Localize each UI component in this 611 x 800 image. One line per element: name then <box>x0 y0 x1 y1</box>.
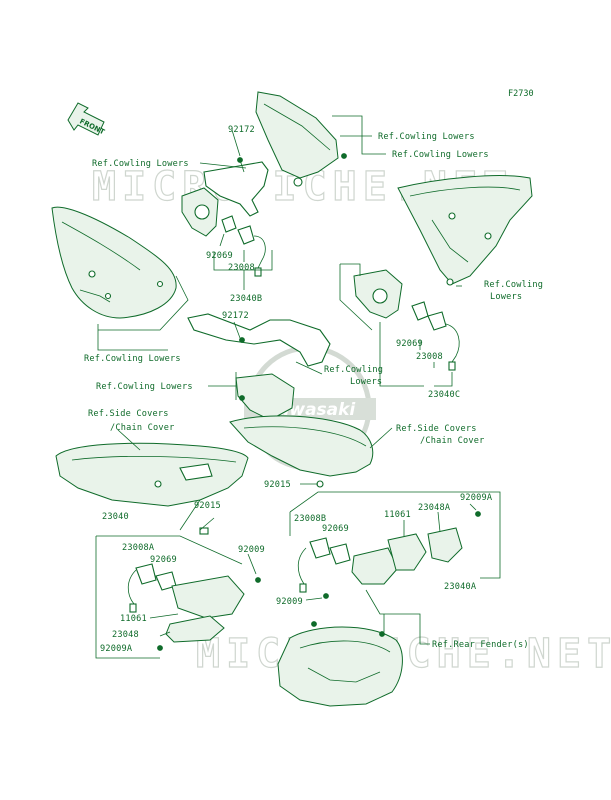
label-ref-cowling-2: Ref.Cowling Lowers <box>392 150 489 160</box>
label-ref-side-left-1: Ref.Side Covers <box>88 409 169 419</box>
leader-lines <box>95 115 501 659</box>
turn-signal-23040A <box>297 511 481 599</box>
front-arrow-icon: FRONT <box>67 102 106 136</box>
part-23040: 23040 <box>102 512 129 522</box>
right-cowling-lower <box>397 175 533 285</box>
part-92069-a: 92069 <box>206 251 233 261</box>
part-number-labels: 92172 92069 23008 23040B 92172 92069 230… <box>100 125 493 654</box>
part-92069-d: 92069 <box>322 524 349 534</box>
part-11061-b: 11061 <box>384 510 411 520</box>
part-92172-mid: 92172 <box>222 311 249 321</box>
part-23040B: 23040B <box>230 294 262 304</box>
center-bracket <box>187 313 331 367</box>
rear-fender <box>277 621 403 707</box>
label-ref-cowling-1: Ref.Cowling Lowers <box>378 132 475 142</box>
part-92069-c: 92069 <box>150 555 177 565</box>
upper-bracket <box>203 157 303 217</box>
part-11061-a: 11061 <box>120 614 147 624</box>
label-ref-cowling-right-2: Lowers <box>490 292 522 302</box>
part-92009-a: 92009 <box>238 545 265 555</box>
part-92015-a: 92015 <box>264 480 291 490</box>
watermark-bottom: MICROFICHE.NET <box>196 631 611 677</box>
right-side-cover <box>229 415 374 488</box>
part-23040C: 23040C <box>428 390 460 400</box>
part-92069-b: 92069 <box>396 339 423 349</box>
part-23008B: 23008B <box>294 514 326 524</box>
label-ref-cowling-4: Ref.Cowling Lowers <box>84 354 181 364</box>
label-ref-rear-fender: Ref.Rear Fender(s) <box>432 640 529 650</box>
label-ref-cowling-center-1: Ref.Cowling <box>324 365 383 375</box>
label-ref-side-right-1: Ref.Side Covers <box>396 424 477 434</box>
reference-labels: Ref.Cowling Lowers Ref.Cowling Lowers Re… <box>84 132 543 650</box>
part-23008A: 23008A <box>122 543 155 553</box>
label-ref-cowling-center-2: Lowers <box>350 377 382 387</box>
middle-fairing-piece <box>235 373 295 421</box>
part-23008-b: 23008 <box>416 352 443 362</box>
part-23040A: 23040A <box>444 582 477 592</box>
watermark-group: MICROFICHE.NET MICROFICHE.NET Kawasaki <box>91 163 611 677</box>
part-23008-a: 23008 <box>228 263 255 273</box>
left-side-cover <box>55 442 249 507</box>
left-cowling-lower <box>51 206 177 319</box>
label-ref-cowling-3: Ref.Cowling Lowers <box>92 159 189 169</box>
part-92009A-b: 92009A <box>460 493 493 503</box>
upper-cowling-right <box>255 91 347 179</box>
part-92009A-a: 92009A <box>100 644 133 654</box>
part-92009-b: 92009 <box>276 597 303 607</box>
part-23048A: 23048A <box>418 503 451 513</box>
label-ref-cowling-right-1: Ref.Cowling <box>484 280 543 290</box>
label-ref-cowling-5: Ref.Cowling Lowers <box>96 382 193 392</box>
part-92172-top: 92172 <box>228 125 255 135</box>
figure-id: F2730 <box>508 89 534 99</box>
part-92015-b: 92015 <box>194 501 221 511</box>
turn-signal-23040B <box>181 187 266 277</box>
label-ref-side-right-2: /Chain Cover <box>420 436 485 446</box>
label-ref-side-left-2: /Chain Cover <box>110 423 175 433</box>
turn-signal-23040C <box>353 269 460 371</box>
part-23048-a: 23048 <box>112 630 139 640</box>
turn-signal-23040 <box>127 527 261 651</box>
